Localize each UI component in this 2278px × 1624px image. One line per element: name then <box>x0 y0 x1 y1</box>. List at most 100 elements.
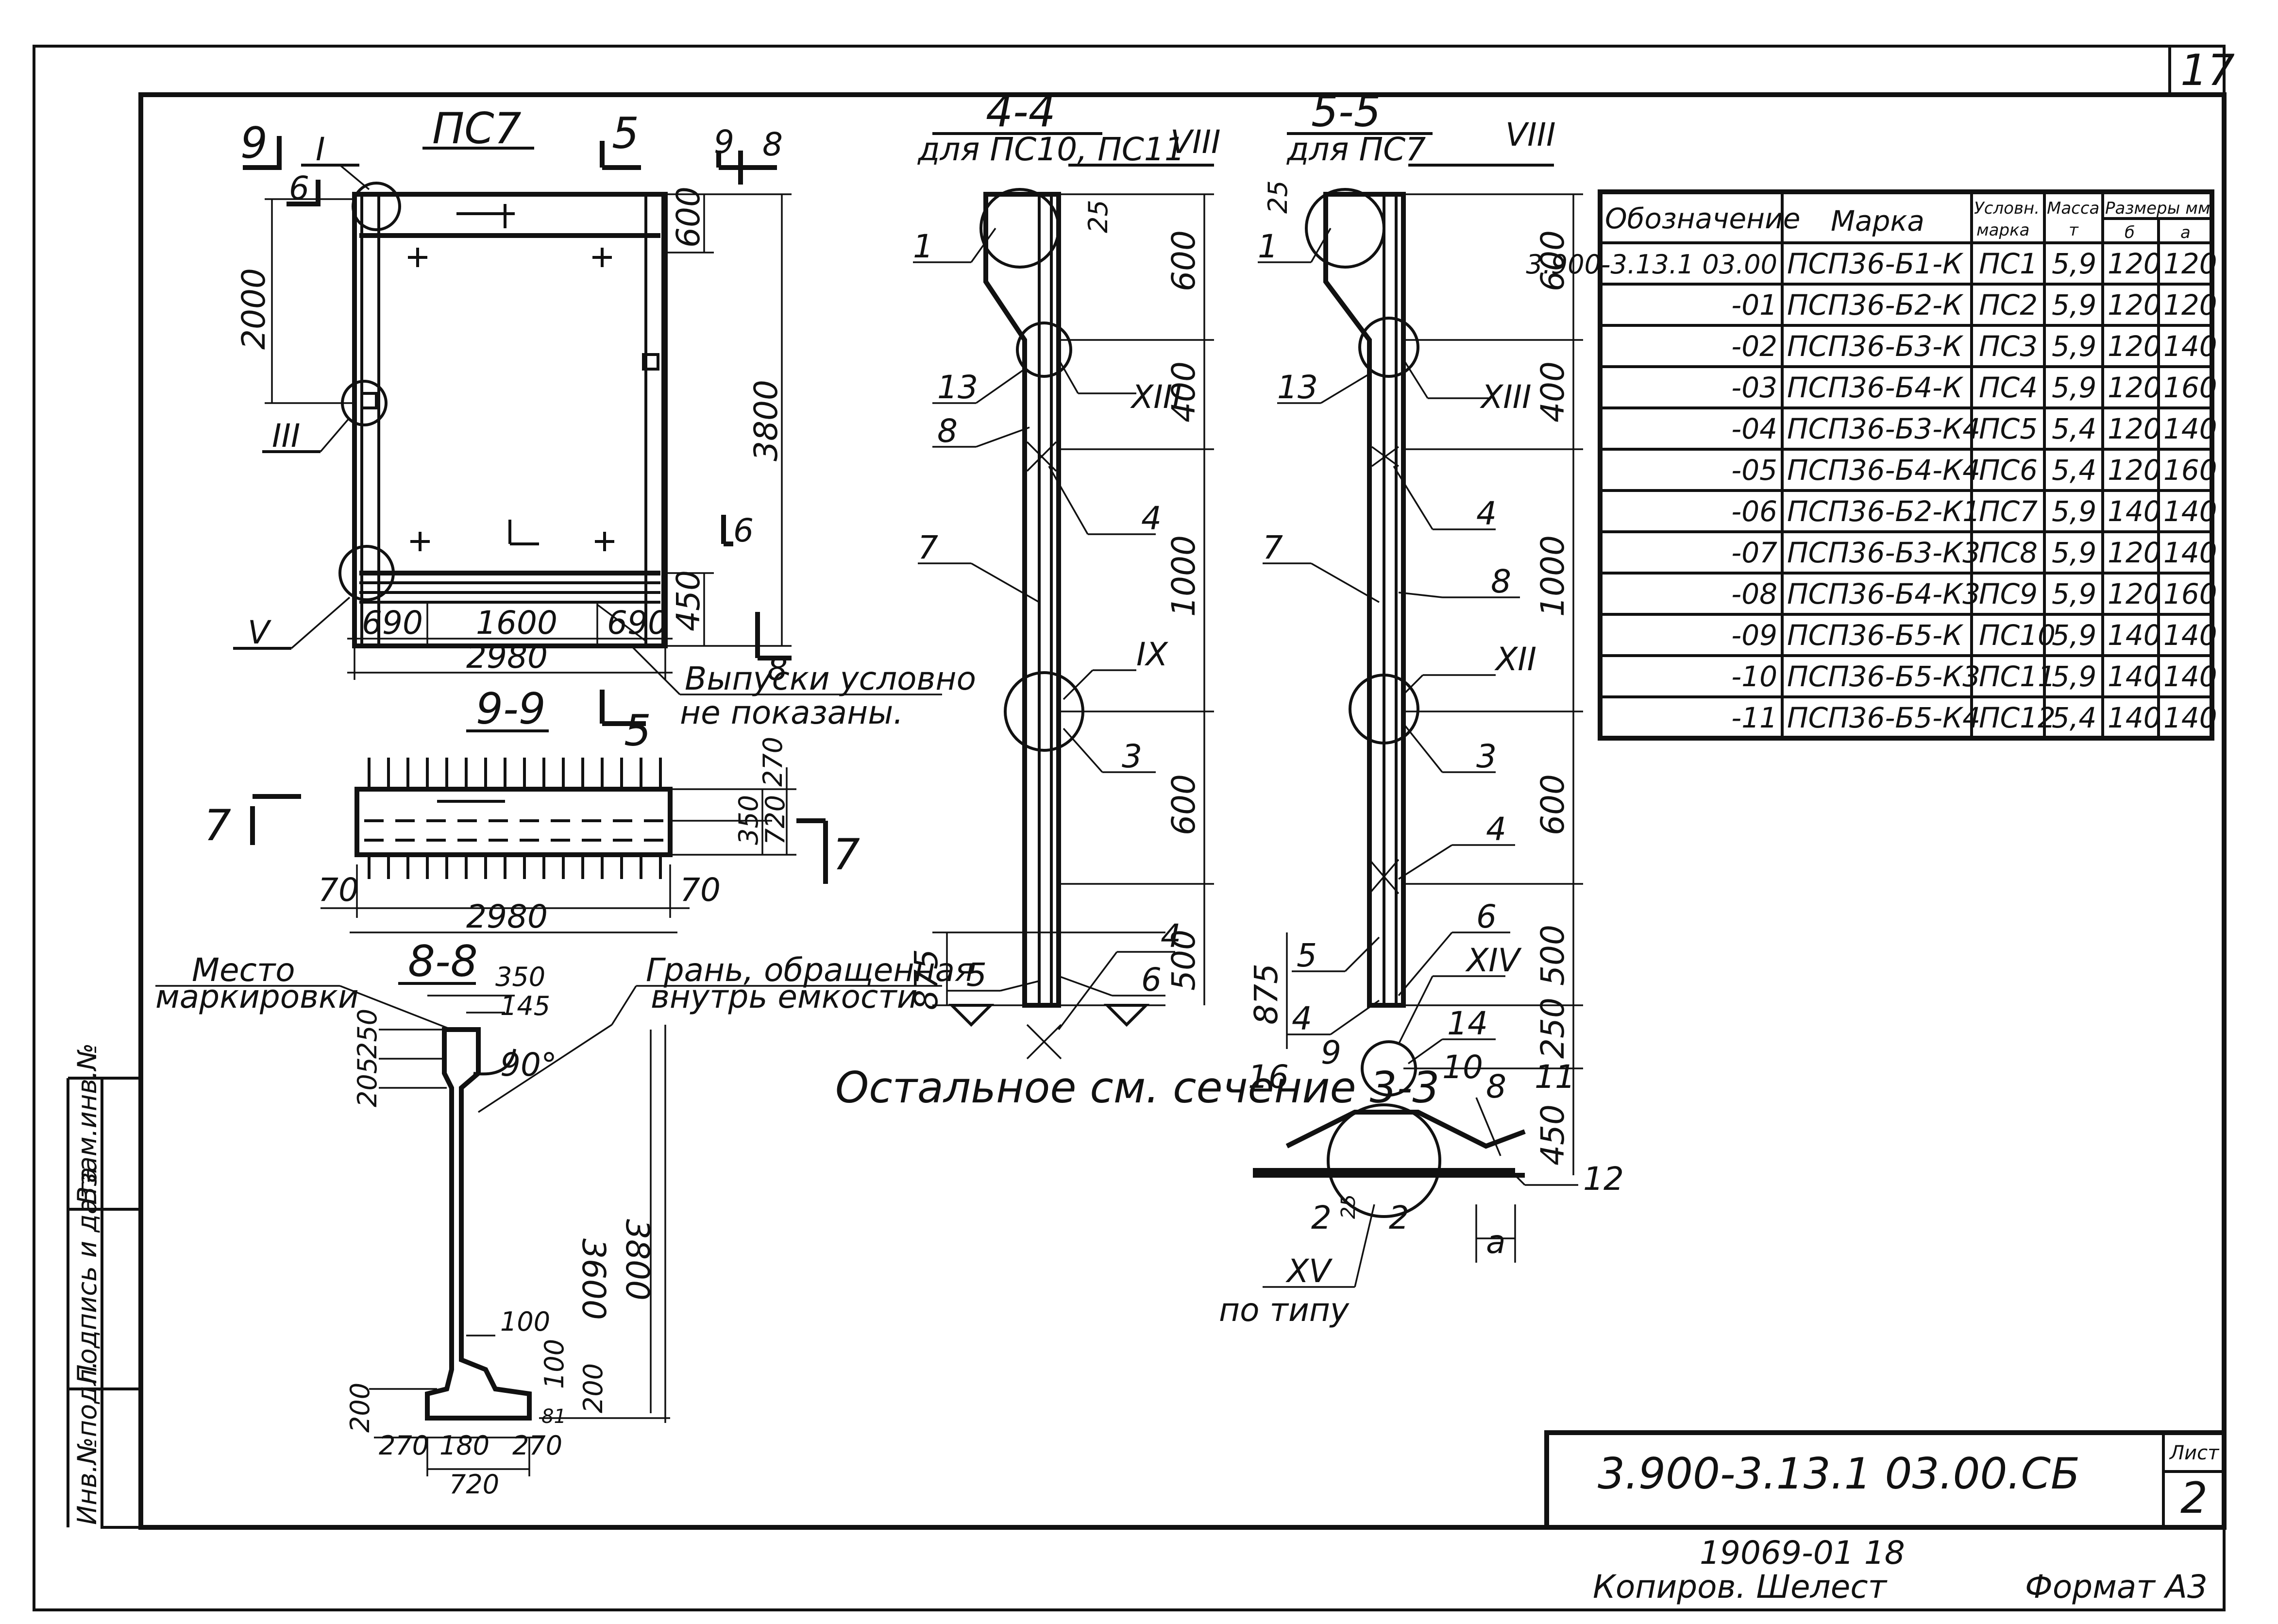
section-5-5-dim-600a: 600 <box>1534 230 1571 291</box>
table-header-mass-2: т <box>2069 220 2079 240</box>
note-line-2: не показаны. <box>680 694 903 731</box>
dim-8-8-270b: 270 <box>512 1430 562 1461</box>
cut-6-left: 6 <box>289 169 309 207</box>
table-cell-b: 120 <box>2108 536 2161 569</box>
section-5-5-callout-3: 3 <box>1476 738 1497 775</box>
table-cell-cond: ПС7 <box>1979 495 2038 528</box>
dim-8-8-720: 720 <box>449 1469 499 1500</box>
dim-2980: 2980 <box>466 638 548 676</box>
section-5-5-roman-XII: XII <box>1494 641 1536 678</box>
face-line-2: внутрь емкости <box>651 978 918 1015</box>
table-header-designation: Обозначение <box>1605 202 1800 235</box>
table-cell-cond: ПС1 <box>1979 247 2038 280</box>
table-cell-designation: -02 <box>1731 330 1777 363</box>
view-pc7: ПС7 I III V 9 6 <box>233 103 976 731</box>
section-5-5-callout-7: 7 <box>1263 529 1283 566</box>
page-number: 17 <box>2180 45 2235 95</box>
table-cell-designation: -08 <box>1731 577 1777 610</box>
table-header-mark: Марка <box>1831 204 1924 237</box>
section-5-5-callout-11: 11 <box>1535 1058 1575 1096</box>
dim-8-8-200b: 200 <box>578 1363 608 1413</box>
label-ref-III: III <box>272 417 300 455</box>
table-cell-mark: ПСП36-Б4-К <box>1787 371 1964 404</box>
section-9-9-cut-7-left: 7 <box>204 800 231 850</box>
table-cell-a: 140 <box>2163 619 2217 652</box>
copied-by: Копиров. Шелест <box>1593 1568 1888 1606</box>
side-stamp-cell-sign: Подпись и дата <box>72 1167 102 1384</box>
table-cell-mark: ПСП36-Б4-К3 <box>1787 577 1980 610</box>
dim-8-8-250: 250 <box>352 1009 383 1059</box>
copy-number: 19069-01 18 <box>1700 1534 1905 1572</box>
table-cell-designation: -06 <box>1731 495 1777 528</box>
mark-place-line-2: маркировки <box>155 978 359 1015</box>
view-pc7-title: ПС7 <box>432 103 522 153</box>
dim-8-8-145: 145 <box>500 991 550 1021</box>
table-header-b: б <box>2125 223 2135 242</box>
table-cell-mass: 5,9 <box>2052 247 2096 280</box>
dim-8-8-180: 180 <box>439 1430 489 1461</box>
table-cell-mark: ПСП36-Б3-К4 <box>1787 412 1980 445</box>
table-cell-mass: 5,9 <box>2052 536 2096 569</box>
table-cell-designation: -04 <box>1731 412 1777 445</box>
table-cell-designation: -01 <box>1731 288 1777 321</box>
dim-8-8-270a: 270 <box>379 1430 429 1461</box>
section-4-4-callout-8: 8 <box>937 412 958 450</box>
table-header-cond-2: марка <box>1976 220 2029 240</box>
table-cell-cond: ПС9 <box>1979 577 2038 610</box>
table-cell-a: 120 <box>2163 247 2217 280</box>
section-4-4-subtitle: для ПС10, ПС11 <box>917 131 1185 168</box>
title-block: 3.900-3.13.1 03.00.СБ Лист 2 <box>1544 1430 2227 1530</box>
table-cell-b: 120 <box>2108 247 2161 280</box>
table-cell-mass: 5,9 <box>2052 660 2096 693</box>
table-cell-b: 140 <box>2108 619 2161 652</box>
table-cell-a: 160 <box>2163 371 2217 404</box>
section-5-5-title: 5-5 <box>1311 86 1381 136</box>
section-5-5-dim-450: 450 <box>1534 1104 1571 1166</box>
table-cell-mass: 5,4 <box>2052 701 2096 734</box>
table-cell-cond: ПС5 <box>1979 412 2038 445</box>
section-5-5-callout-14: 14 <box>1447 1005 1488 1042</box>
table-cell-mass: 5,9 <box>2052 577 2096 610</box>
table-cell-mass: 5,4 <box>2052 454 2096 487</box>
paper-format: Формат А3 <box>2025 1568 2208 1606</box>
table-cell-cond: ПС11 <box>1979 660 2056 693</box>
table-header-a: а <box>2180 223 2191 242</box>
dim-9-9-2980: 2980 <box>466 898 548 935</box>
section-9-9: 9-9 5 7 7 <box>204 684 860 935</box>
section-4-4-callout-1: 1 <box>913 228 933 265</box>
table-cell-a: 120 <box>2163 288 2217 321</box>
table-cell-b: 120 <box>2108 412 2161 445</box>
section-4-4-dim-875: 875 <box>908 949 945 1010</box>
section-5-5-callout-9: 9 <box>1321 1034 1341 1071</box>
section-8-8-title: 8-8 <box>408 936 478 986</box>
marks-table: Обозначение Марка Условн. марка Масса т … <box>1526 189 2217 741</box>
table-cell-mark: ПСП36-Б5-К4 <box>1787 701 1980 734</box>
section-5-5-callout-4c: 4 <box>1292 1000 1312 1037</box>
table-cell-mass: 5,4 <box>2052 412 2096 445</box>
table-cell-mark: ПСП36-Б3-К3 <box>1787 536 1980 569</box>
table-cell-cond: ПС6 <box>1979 454 2038 487</box>
list-number: 2 <box>2180 1473 2208 1523</box>
section-5-5-dim-600b: 600 <box>1534 774 1571 835</box>
table-cell-mass: 5,9 <box>2052 330 2096 363</box>
dim-690-left: 690 <box>362 604 423 642</box>
cut-8-right: 8 <box>762 126 783 163</box>
section-5-5-dim-250: 250 <box>1534 998 1571 1059</box>
section-4-4-callout-5: 5 <box>966 956 987 994</box>
table-cell-mark: ПСП36-Б5-К <box>1787 619 1964 652</box>
table-cell-mark: ПСП36-Б2-К <box>1787 288 1964 321</box>
table-cell-a: 140 <box>2163 412 2217 445</box>
table-header-sizes: Размеры мм <box>2105 199 2211 218</box>
section-5-5-roman-XV: XV <box>1285 1252 1333 1290</box>
section-5-5-callout-10: 10 <box>1442 1049 1483 1086</box>
section-4-4-callout-6: 6 <box>1141 961 1162 998</box>
dim-8-8-350: 350 <box>495 962 545 992</box>
section-5-5-callout-16: 16 <box>1248 1058 1289 1096</box>
dim-2000: 2000 <box>235 268 272 350</box>
table-cell-cond: ПС10 <box>1979 619 2056 652</box>
section-5-5-callout-5: 5 <box>1297 937 1317 974</box>
section-4-4-dim-400: 400 <box>1165 361 1202 423</box>
table-cell-designation: -09 <box>1731 619 1777 652</box>
table-cell-b: 120 <box>2108 288 2161 321</box>
